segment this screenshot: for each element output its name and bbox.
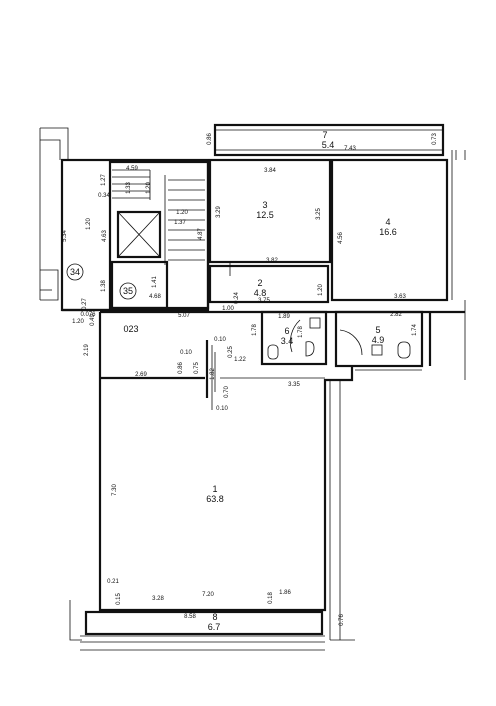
- stair-block: [60, 158, 210, 312]
- dim-label: 0.86: [178, 362, 184, 374]
- room-6-number: 6: [284, 326, 289, 336]
- dim-label: 7.20: [202, 592, 214, 598]
- room-2-number: 2: [257, 278, 262, 288]
- dim-label: 1.22: [234, 357, 246, 363]
- dim-label: 1.78: [252, 324, 258, 336]
- dim-label: 1.27: [101, 174, 107, 186]
- dim-label: 3.75: [258, 298, 270, 304]
- dim-label: 0.75: [194, 362, 200, 374]
- room-3-number: 3: [262, 200, 267, 210]
- dim-label: 1.20: [176, 210, 188, 216]
- room-7-area: 5.4: [322, 140, 335, 150]
- dim-label: 4.87: [198, 228, 204, 240]
- dim-label: 1.74: [412, 324, 418, 336]
- dim-label: 2.82: [390, 312, 402, 318]
- dim-label: 3.28: [152, 596, 164, 602]
- room-3-area: 12.5: [256, 210, 274, 220]
- room-4-number: 4: [385, 217, 390, 227]
- marker-35: 35: [123, 286, 133, 296]
- dim-label: 1.78: [298, 326, 304, 338]
- room-8-number: 8: [212, 612, 217, 622]
- room-2-area: 4.8: [254, 288, 267, 298]
- dim-label: 0.21: [107, 579, 119, 585]
- doors: [214, 262, 422, 392]
- dimension-labels: 0.86 0.73 7.43 3.84 3.29 3.25 3.82 4.56 …: [62, 133, 438, 626]
- dim-label: 7.30: [112, 484, 118, 496]
- dim-label: 1.41: [152, 276, 158, 288]
- dim-label: 1.86: [279, 590, 291, 596]
- dim-label: 2.19: [84, 344, 90, 356]
- dim-label: 0.34: [98, 193, 110, 199]
- dim-label: 1.00: [222, 306, 234, 312]
- dim-label: 1.20: [72, 319, 84, 325]
- dim-label: 0.18: [268, 592, 274, 604]
- dim-label: 0.10: [180, 350, 192, 356]
- dim-label: 0.49: [90, 314, 96, 326]
- dim-label: 1.89: [278, 314, 290, 320]
- dim-label: 0.73: [432, 133, 438, 145]
- dim-label: 0.10: [216, 406, 228, 412]
- dim-label: 0.25: [228, 346, 234, 358]
- room-5-area: 4.9: [372, 335, 385, 345]
- section-code: 023: [123, 324, 138, 334]
- room-1-area: 63.8: [206, 494, 224, 504]
- markers: 34 35 023: [66, 263, 139, 334]
- dim-label: 0.15: [116, 593, 122, 605]
- dim-label: 3.35: [288, 382, 300, 388]
- dim-label: 7.43: [344, 146, 356, 152]
- dim-label: 5.34: [62, 230, 68, 242]
- dim-label: 0.86: [207, 133, 213, 145]
- dim-label: 1.82: [210, 368, 216, 380]
- dim-label: 3.84: [264, 168, 276, 174]
- dim-label: 3.29: [216, 206, 222, 218]
- dim-label: 4.68: [149, 294, 161, 300]
- dim-label: 1.33: [126, 182, 132, 194]
- room-labels: 7 5.4 3 12.5 4 16.6 2 4.8 6 3.4 5 4.9 1 …: [206, 130, 397, 632]
- dim-label: 3.82: [266, 258, 278, 264]
- context-walls: [39, 127, 466, 651]
- fixtures: [267, 317, 411, 360]
- dim-label: 4.59: [126, 166, 138, 172]
- dim-label: 1.20: [146, 182, 152, 194]
- balcony-7: [213, 123, 445, 157]
- room-7-number: 7: [322, 130, 327, 140]
- apartment-walls: [84, 158, 465, 636]
- dim-label: 0.76: [339, 614, 345, 626]
- room-4-area: 16.6: [379, 227, 397, 237]
- dim-label: 0.076: [80, 312, 96, 318]
- dim-label: 3.25: [316, 208, 322, 220]
- dim-label: 0.24: [234, 292, 240, 304]
- dim-label: 1.20: [318, 284, 324, 296]
- dim-label: 2.69: [135, 372, 147, 378]
- room-5-number: 5: [375, 325, 380, 335]
- dim-label: 1.20: [86, 218, 92, 230]
- dim-label: 1.37: [174, 220, 186, 226]
- dim-label: 0.70: [224, 386, 230, 398]
- room-8-area: 6.7: [208, 622, 221, 632]
- dim-label: 8.58: [184, 614, 196, 620]
- dim-label: 1.38: [101, 280, 107, 292]
- dim-label: 5.07: [178, 313, 190, 319]
- dim-label: 4.63: [102, 230, 108, 242]
- room-6-area: 3.4: [281, 336, 294, 346]
- dim-label: 0.10: [214, 337, 226, 343]
- dim-label: 0.27: [82, 298, 88, 310]
- marker-34: 34: [70, 267, 80, 277]
- dim-label: 4.56: [338, 232, 344, 244]
- dim-label: 3.63: [394, 294, 406, 300]
- room-1-number: 1: [212, 484, 217, 494]
